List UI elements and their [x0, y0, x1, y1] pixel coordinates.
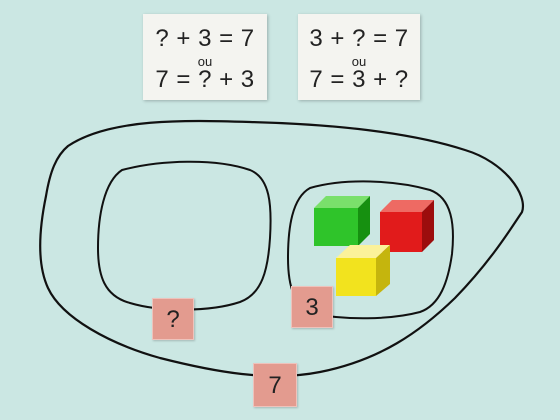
green-cube-icon — [314, 196, 370, 246]
known-part-tag: 3 — [291, 286, 333, 328]
outer-set-loop — [40, 121, 523, 376]
equation-card-right: 3 + ? = 7 ou 7 = 3 + ? — [298, 14, 420, 100]
red-cube-icon — [380, 200, 434, 252]
equation-card-left: ? + 3 = 7 ou 7 = ? + 3 — [143, 14, 267, 100]
equation-line-2: 7 = ? + 3 — [143, 67, 267, 93]
equation-line-2: 7 = 3 + ? — [298, 67, 420, 93]
left-set-loop — [98, 162, 271, 310]
yellow-cube-icon — [336, 245, 390, 296]
whole-tag: 7 — [253, 363, 297, 407]
unknown-part-tag: ? — [152, 298, 194, 340]
equation-line-1: 3 + ? = 7 — [298, 26, 420, 52]
equation-line-1: ? + 3 = 7 — [143, 26, 267, 52]
